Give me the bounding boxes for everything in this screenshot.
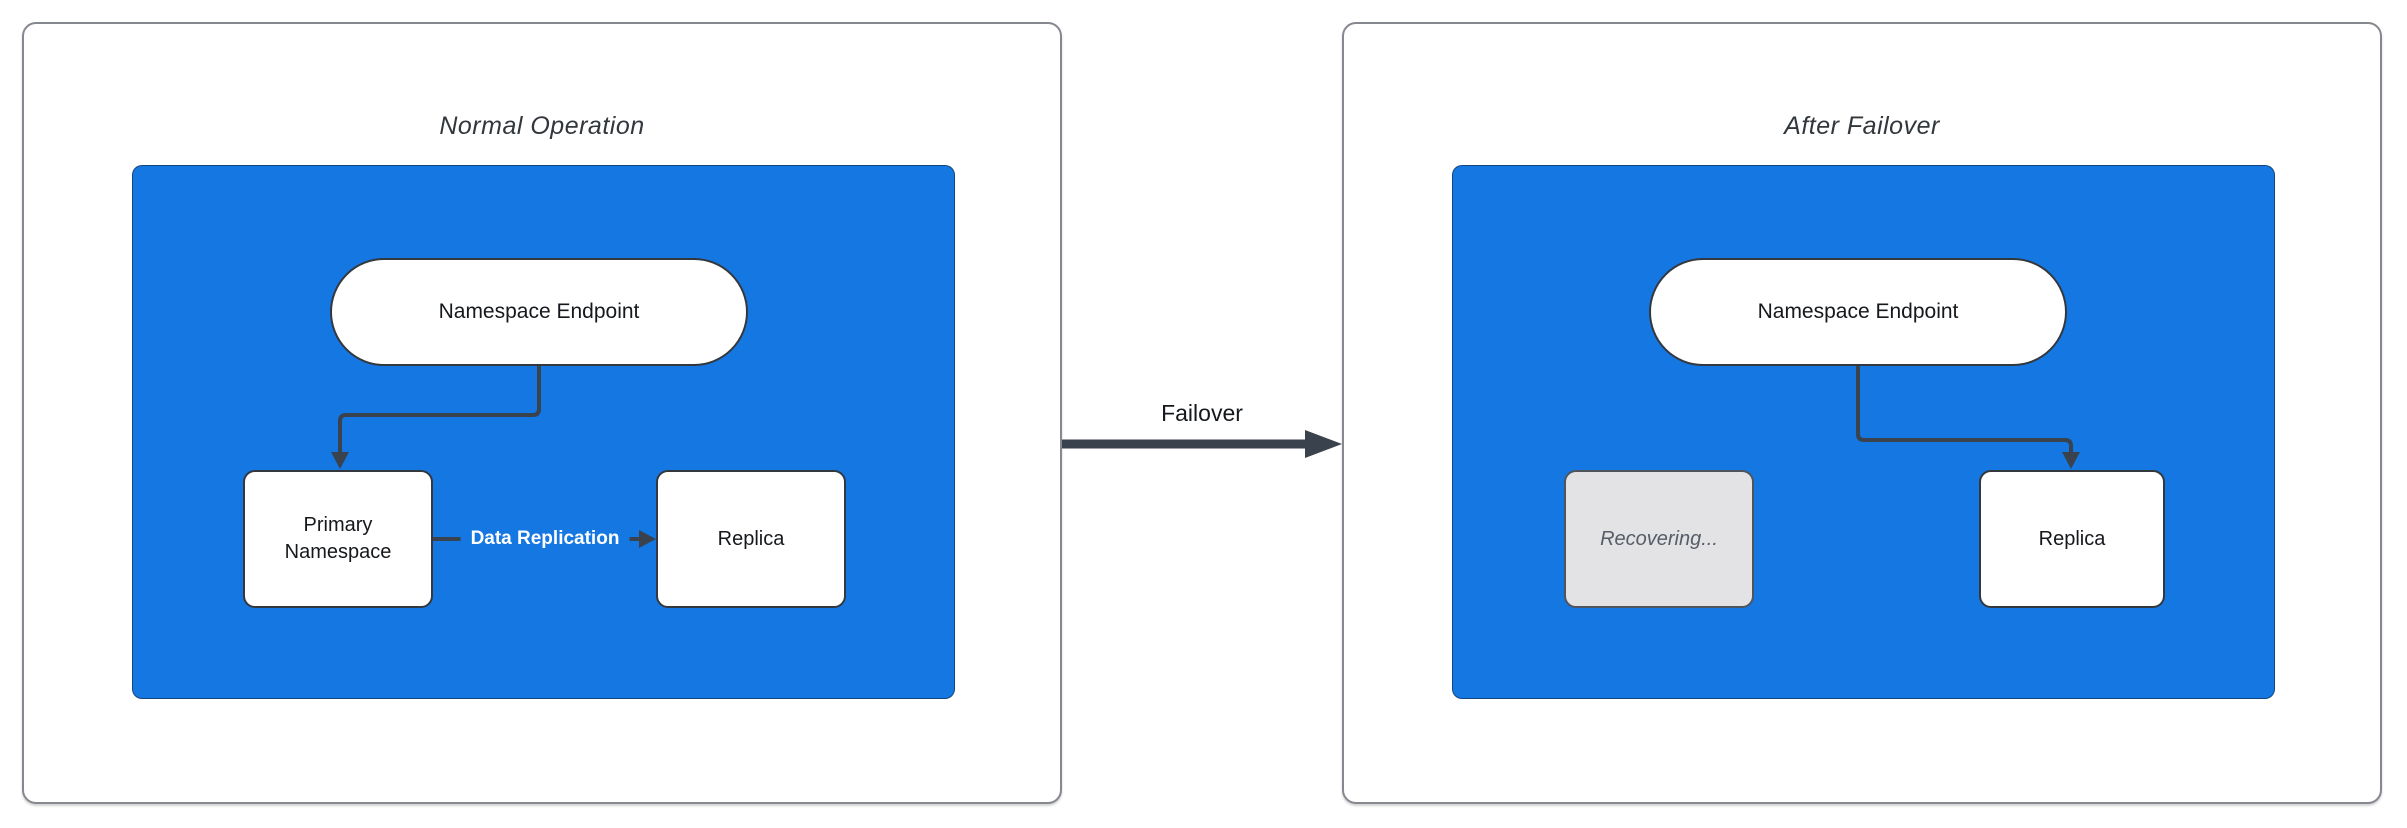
node-replica-failover: Replica bbox=[1979, 470, 2165, 608]
node-namespace-endpoint-failover: Namespace Endpoint bbox=[1649, 258, 2067, 366]
arrowhead-primary-to-replica bbox=[639, 530, 656, 548]
failover-arrow bbox=[1062, 430, 1342, 458]
arrowhead-endpoint-to-primary bbox=[331, 452, 349, 469]
node-label: Primary Namespace bbox=[284, 514, 392, 563]
node-label: Recovering... bbox=[1600, 527, 1718, 550]
connector-endpoint-to-replica bbox=[1856, 366, 2073, 453]
namespace-cluster-failover: Namespace Endpoint Recovering... Replica bbox=[1452, 165, 2275, 699]
failover-arrowhead bbox=[1305, 430, 1342, 458]
panel-title-normal-operation: Normal Operation bbox=[439, 112, 645, 140]
node-namespace-endpoint-normal: Namespace Endpoint bbox=[330, 258, 748, 366]
node-label: Namespace Endpoint bbox=[1757, 300, 1959, 323]
node-replica-normal: Replica bbox=[656, 470, 846, 608]
node-recovering: Recovering... bbox=[1564, 470, 1754, 608]
connectors-normal bbox=[331, 366, 656, 548]
node-label: Replica bbox=[2038, 527, 2106, 550]
connectors-failover bbox=[1856, 366, 2080, 469]
node-label: Namespace Endpoint bbox=[438, 300, 640, 323]
node-primary-namespace: Primary Namespace bbox=[243, 470, 433, 608]
connector-endpoint-to-primary bbox=[338, 366, 541, 453]
data-replication-label: Data Replication bbox=[460, 526, 630, 552]
panel-normal-operation: Normal Operation Namespace Endpoint Prim… bbox=[22, 22, 1062, 804]
failover-label: Failover bbox=[1161, 400, 1243, 426]
arrowhead-endpoint-to-replica bbox=[2062, 452, 2080, 469]
panel-title-after-failover: After Failover bbox=[1784, 112, 1940, 140]
node-label: Replica bbox=[717, 527, 785, 550]
namespace-cluster-normal: Namespace Endpoint Primary Namespace Rep… bbox=[132, 165, 955, 699]
failover-transition: Failover bbox=[1062, 398, 1342, 462]
panel-after-failover: After Failover Namespace Endpoint Recove… bbox=[1342, 22, 2382, 804]
